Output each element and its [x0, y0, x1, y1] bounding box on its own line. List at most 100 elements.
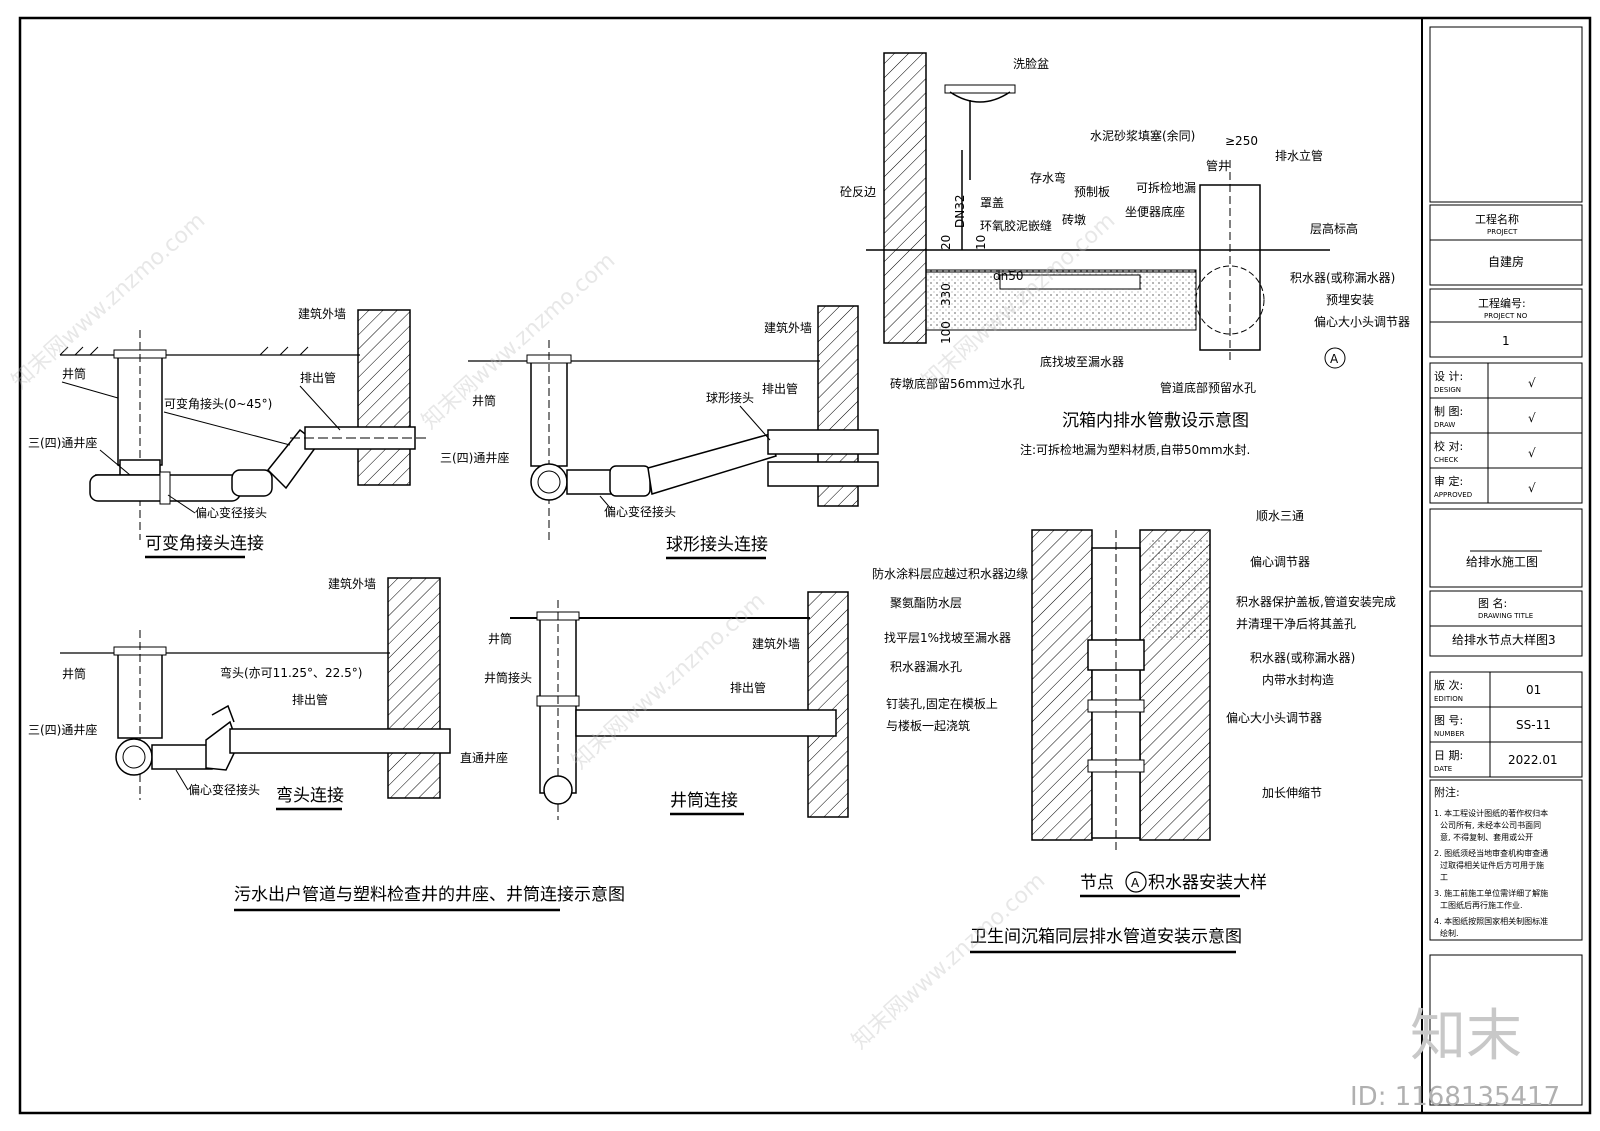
s5-hole56-label: 砖墩底部留56mm过水孔	[890, 376, 1025, 391]
s4-shaft-joint-label: 井筒接头	[484, 670, 532, 685]
s6-nail-label: 钉装孔,固定在模板上	[886, 696, 998, 711]
s5-note: 注:可拆检地漏为塑料材质,自带50mm水封.	[1020, 442, 1250, 457]
tb-note-line: 4. 本图纸按照国家相关制图标准	[1434, 916, 1548, 926]
s5-basin-label: 洗脸盆	[1013, 57, 1049, 71]
tb-draw-label: 制 图:	[1434, 405, 1463, 418]
tb-title-en: DRAWING TITLE	[1478, 612, 1533, 620]
s4-title: 井筒连接	[670, 791, 738, 811]
detail-collector-install: 顺水三通 防水涂料层应越过积水器边缘 偏心调节器 聚氨酯防水层 积水器保护盖板,…	[872, 509, 1396, 898]
s3-reducer-label: 偏心变径接头	[188, 782, 260, 797]
detail-shaft-joint: 建筑外墙 井筒 井筒接头 排出管 直通井座 井筒连接	[460, 591, 849, 820]
tb-edition-en: EDITION	[1434, 695, 1463, 703]
s1-shaft-label: 井筒	[62, 366, 86, 381]
tb-design-value: √	[1528, 376, 1536, 390]
s4-wall-label: 建筑外墙	[752, 636, 800, 651]
s6-level-label: 找平层1%找坡至漏水器	[884, 631, 1011, 645]
detail-ball-joint: 建筑外墙 井筒 球形接头 排出管 三(四)通井座 偏心变径接头 球形接头连接	[440, 305, 879, 560]
s5-floordrain-label: 可拆检地漏	[1136, 180, 1196, 195]
s6-title-mark: A	[1131, 876, 1140, 890]
watermark-text: 知末网www.znzmo.com	[7, 208, 210, 394]
s5-d20: 20	[939, 235, 953, 250]
tb-design-en: DESIGN	[1434, 386, 1461, 394]
s1-reducer-label: 偏心变径接头	[195, 505, 267, 520]
s6-cover-label: 积水器保护盖板,管道安装完成	[1236, 594, 1396, 609]
s5-pier-label: 砖墩	[1062, 212, 1086, 227]
title-block: 工程名称 PROJECT 自建房 工程编号: PROJECT NO 1 设 计:…	[1429, 26, 1583, 1106]
tb-check-label: 校 对:	[1434, 439, 1463, 453]
tb-check-en: CHECK	[1434, 456, 1458, 464]
watermark-brand: 知末	[1410, 1004, 1522, 1069]
tb-approved-en: APPROVED	[1434, 491, 1472, 499]
tb-title-value: 给排水节点大样图3	[1452, 632, 1556, 647]
s2-wall-label: 建筑外墙	[764, 320, 812, 335]
detail-variable-angle-joint: 建筑外墙 井筒 可变角接头(0~45°) 排出管 三(四)通井座 偏心变径接头 …	[28, 306, 430, 559]
s5-mark: A	[1330, 352, 1339, 366]
s2-title: 球形接头连接	[666, 535, 768, 555]
right-caption: 卫生间沉箱同层排水管道安装示意图	[970, 927, 1242, 947]
watermark-id: ID: 1168135417	[1350, 1082, 1560, 1112]
s5-reserve-label: 管道底部预留水孔	[1160, 380, 1256, 395]
s5-dn50: dn50	[993, 269, 1024, 283]
tb-note-line: 2. 图纸须经当地审查机构审查通	[1434, 848, 1548, 858]
tb-project-label: 工程名称	[1475, 212, 1519, 226]
s5-epoxy-label: 环氧胶泥嵌缝	[980, 218, 1052, 233]
tb-note-line: 1. 本工程设计图纸的著作权归本	[1434, 808, 1548, 818]
tb-date-label: 日 期:	[1434, 749, 1463, 762]
s5-shaft-label: 管井	[1206, 158, 1230, 173]
s5-riser-label: 排水立管	[1275, 148, 1323, 163]
s5-slope-label: 底找坡至漏水器	[1040, 354, 1124, 369]
s5-d10: 10	[974, 235, 988, 250]
outer-border	[18, 16, 1592, 1115]
tb-notes-title: 附注:	[1434, 785, 1460, 799]
tb-note-line: 绘制.	[1440, 928, 1459, 938]
s5-dn32: DN32	[953, 195, 967, 229]
tb-draw-value: √	[1528, 411, 1536, 425]
tb-number-en: PROJECT NO	[1484, 312, 1528, 320]
s2-outlet-label: 排出管	[762, 381, 798, 396]
detail-elbow-joint: 建筑外墙 井筒 弯头(亦可11.25°、22.5°) 排出管 三(四)通井座 偏…	[28, 576, 451, 811]
tb-edition-value: 01	[1526, 683, 1541, 697]
s2-shaft-label: 井筒	[472, 393, 496, 408]
tb-number2-value: SS-11	[1516, 718, 1551, 732]
tb-number-label: 工程编号:	[1478, 296, 1526, 310]
s6-seal-label: 内带水封构造	[1262, 672, 1334, 687]
tb-number2-label: 图 号:	[1434, 714, 1463, 727]
s6-coat-label: 防水涂料层应越过积水器边缘	[872, 566, 1028, 581]
s4-seat-label: 直通井座	[460, 750, 508, 765]
tb-design-label: 设 计:	[1434, 370, 1463, 383]
s5-curb-label: 砼反边	[840, 185, 876, 199]
s4-outlet-label: 排出管	[730, 680, 766, 695]
s2-seat-label: 三(四)通井座	[440, 450, 509, 465]
s6-title: 节点	[1080, 873, 1114, 893]
s3-wall-label: 建筑外墙	[328, 576, 376, 591]
tb-note-line: 工	[1440, 873, 1448, 882]
s6-adj-label: 偏心调节器	[1250, 554, 1310, 569]
s6-pu-label: 聚氨酯防水层	[890, 595, 962, 610]
s5-dim250: ≥250	[1225, 134, 1258, 148]
tb-note-line: 意, 不得复制、套用或公开	[1440, 832, 1533, 842]
watermark-text: 知末网www.znzmo.com	[847, 868, 1050, 1054]
s5-slab-label: 预制板	[1074, 185, 1110, 199]
s5-collector-label: 积水器(或称漏水器)	[1290, 271, 1395, 285]
s1-joint-label: 可变角接头(0~45°)	[164, 396, 272, 411]
tb-project-en: PROJECT	[1487, 228, 1518, 236]
tb-project-value: 自建房	[1488, 254, 1524, 269]
s3-shaft-label: 井筒	[62, 666, 86, 681]
s1-seat-label: 三(四)通井座	[28, 435, 97, 450]
s2-reducer-label: 偏心变径接头	[604, 504, 676, 519]
s5-d330: 330	[939, 283, 953, 306]
s6-expand-label: 加长伸缩节	[1262, 785, 1322, 800]
s1-outlet-label: 排出管	[300, 370, 336, 385]
s5-cover-label: 罩盖	[980, 196, 1004, 210]
s3-elbow-label: 弯头(亦可11.25°、22.5°)	[220, 665, 362, 680]
s1-wall-label: 建筑外墙	[298, 306, 346, 321]
s6-pour-label: 与楼板一起浇筑	[886, 718, 970, 733]
s6-reducer-label: 偏心大小头调节器	[1226, 710, 1322, 725]
s6-title-rest: 积水器安装大样	[1148, 873, 1267, 893]
tb-note-line: 过取得相关证件后方可用于施	[1440, 860, 1544, 870]
s3-seat-label: 三(四)通井座	[28, 722, 97, 737]
tb-number-value: 1	[1502, 334, 1510, 348]
tb-date-value: 2022.01	[1508, 753, 1558, 767]
s1-title: 可变角接头连接	[145, 534, 264, 554]
